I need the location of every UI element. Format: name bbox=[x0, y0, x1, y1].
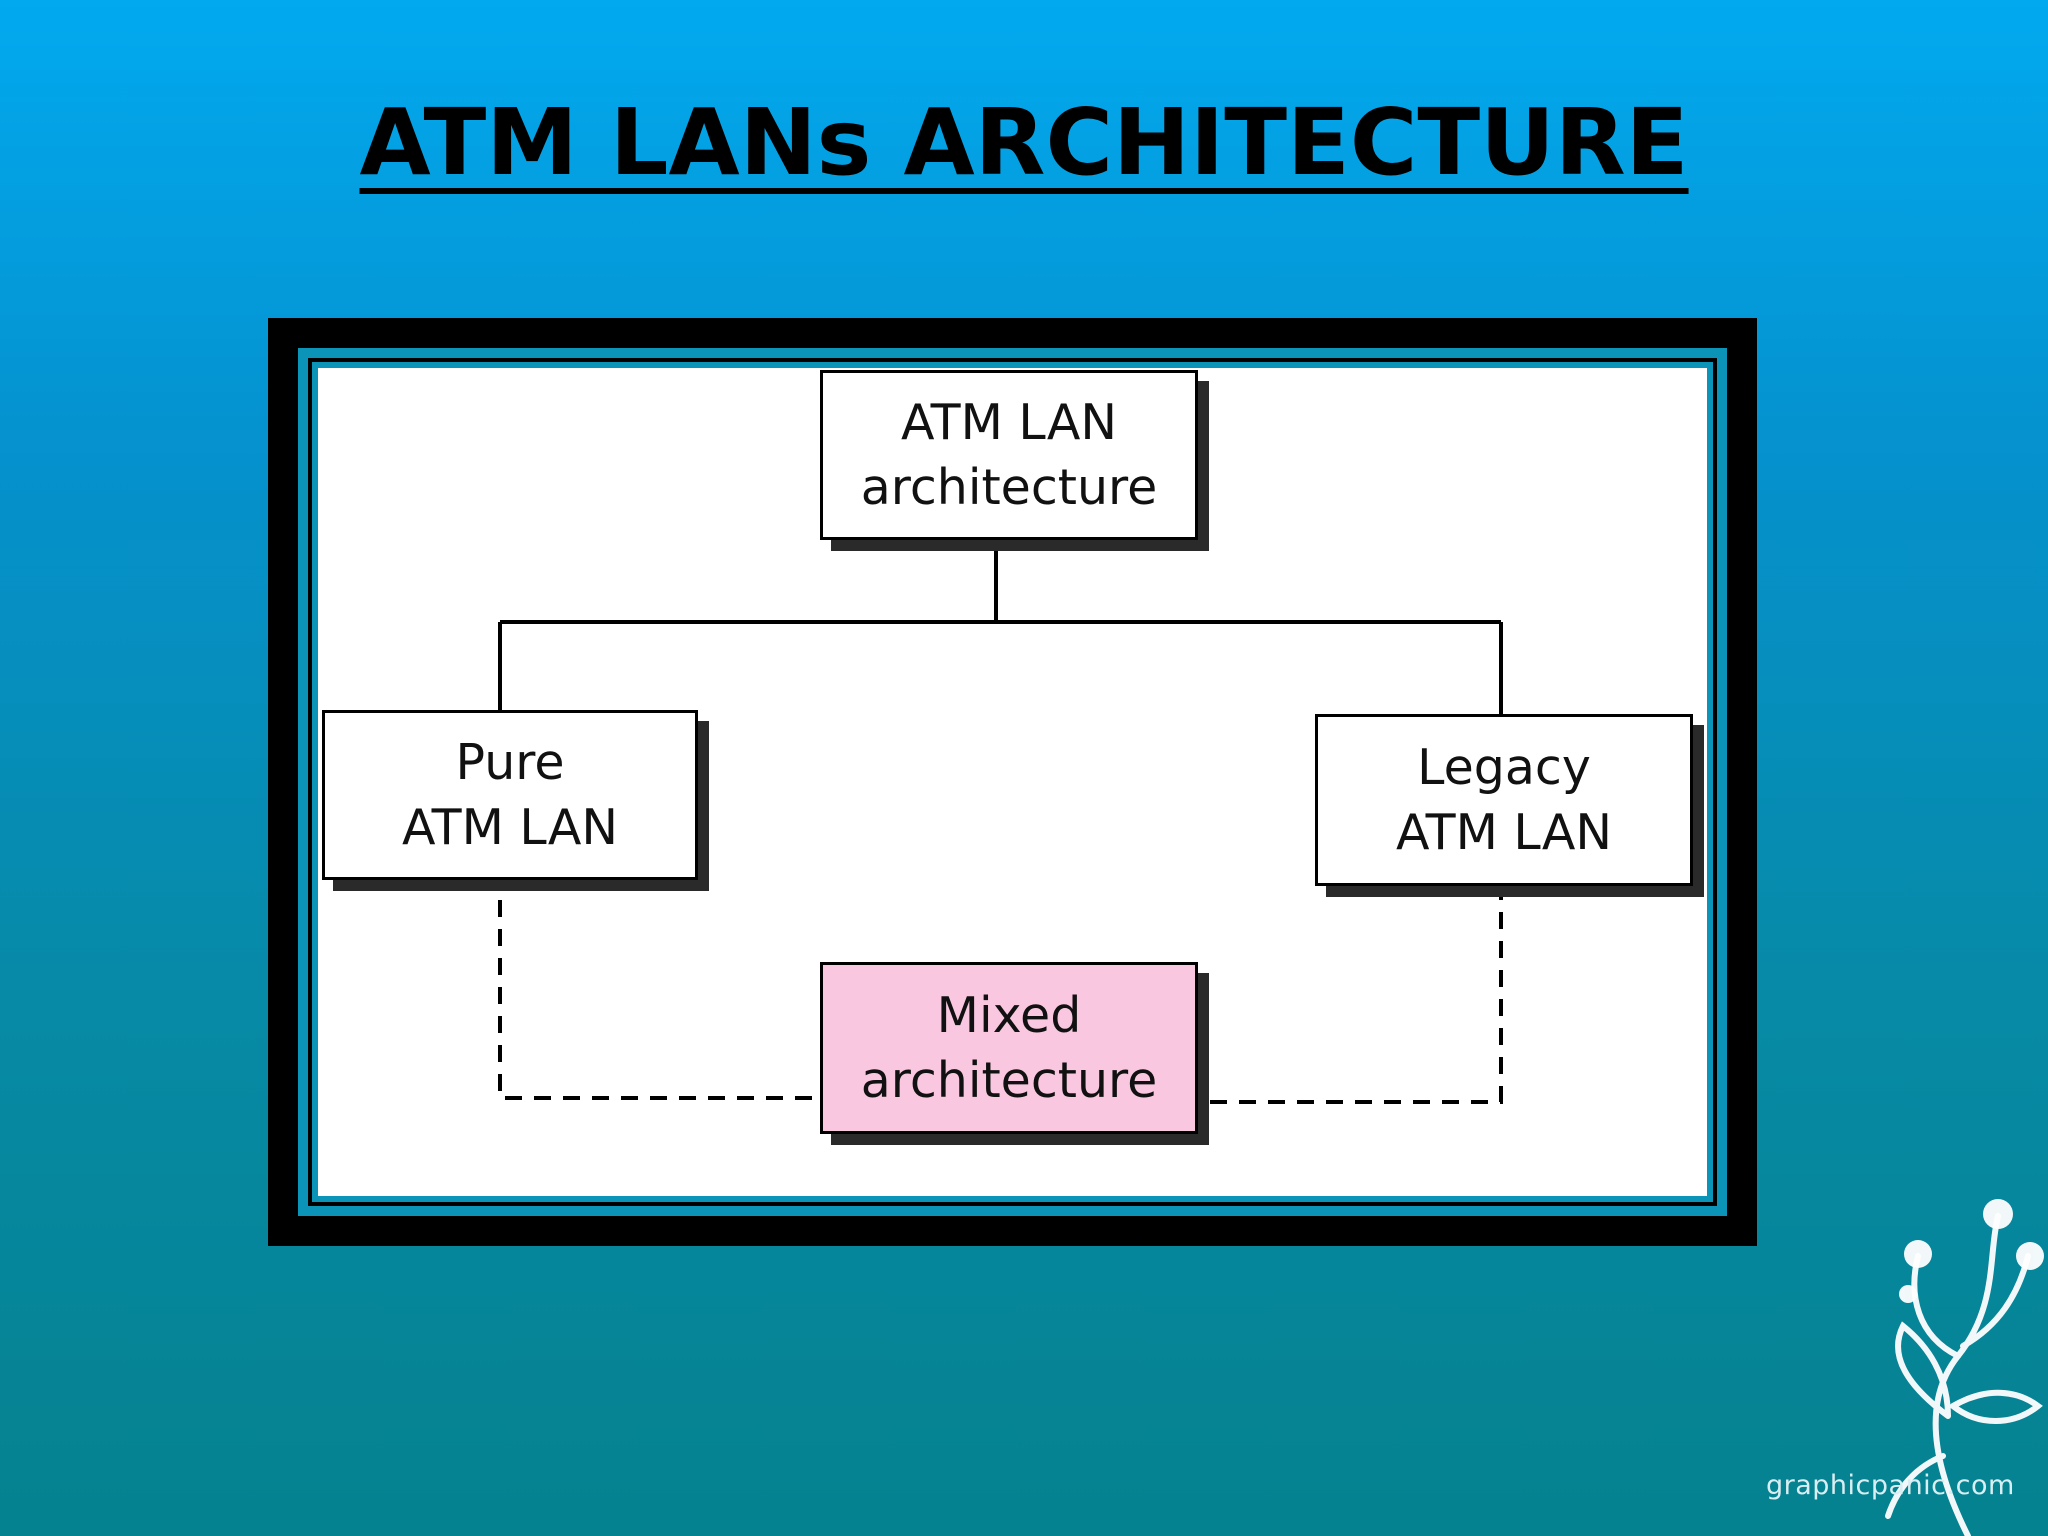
flower-sprig-icon bbox=[1885, 1199, 2044, 1536]
watermark-text: graphicpanic.com bbox=[1766, 1470, 2015, 1501]
left-dashed-line bbox=[498, 842, 838, 1100]
node-mixed-architecture: Mixed architecture bbox=[820, 962, 1198, 1134]
diagram-frame: ATM LAN architecture Pure ATM LAN Legacy… bbox=[268, 318, 1757, 1246]
node-bottom-line2: architecture bbox=[860, 1052, 1158, 1109]
node-left-line1: Pure bbox=[455, 733, 565, 791]
node-pure-atm-lan: Pure ATM LAN bbox=[322, 710, 698, 880]
node-root-line1: ATM LAN bbox=[900, 393, 1118, 451]
slide-title: ATM LANs ARCHITECTURE bbox=[359, 89, 1689, 196]
node-right-line1: Legacy bbox=[1417, 738, 1591, 796]
right-dashed-line bbox=[1210, 848, 1503, 1104]
node-root-line2: architecture bbox=[860, 459, 1158, 516]
connector-lines bbox=[498, 540, 1503, 1104]
node-legacy-atm-lan: Legacy ATM LAN bbox=[1315, 714, 1693, 886]
node-left-line2: ATM LAN bbox=[401, 799, 619, 856]
node-bottom-line1: Mixed bbox=[936, 986, 1082, 1044]
node-right-line2: ATM LAN bbox=[1395, 804, 1613, 861]
node-atm-lan-architecture: ATM LAN architecture bbox=[820, 370, 1198, 540]
diagram-canvas: ATM LAN architecture Pure ATM LAN Legacy… bbox=[318, 368, 1707, 1196]
